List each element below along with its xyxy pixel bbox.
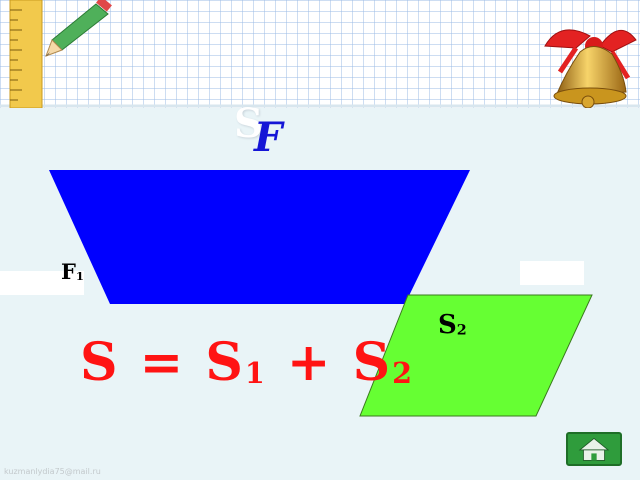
- label-s: S: [234, 100, 263, 147]
- formula-lhs: S: [80, 332, 120, 393]
- white-rectangle-right: [520, 261, 584, 285]
- formula-equals: =: [119, 332, 206, 393]
- blue-trapezoid: [49, 170, 470, 304]
- label-s2: S2: [438, 310, 467, 340]
- watermark: kuzmanlydia75@mail.ru: [4, 467, 101, 476]
- area-formula: S = S1 + S2: [80, 332, 415, 393]
- ruler-icon: [9, 0, 43, 108]
- pencil-icon: [45, 0, 112, 57]
- label-f: F: [254, 114, 283, 161]
- label-f1: F1: [61, 259, 84, 284]
- green-parallelogram: [359, 294, 593, 417]
- white-rectangle-left: [0, 271, 84, 295]
- home-icon: [578, 437, 610, 461]
- bell-icon: [544, 29, 637, 108]
- header-banner: [0, 0, 640, 108]
- formula-plus: +: [266, 332, 353, 393]
- home-button[interactable]: [566, 432, 622, 466]
